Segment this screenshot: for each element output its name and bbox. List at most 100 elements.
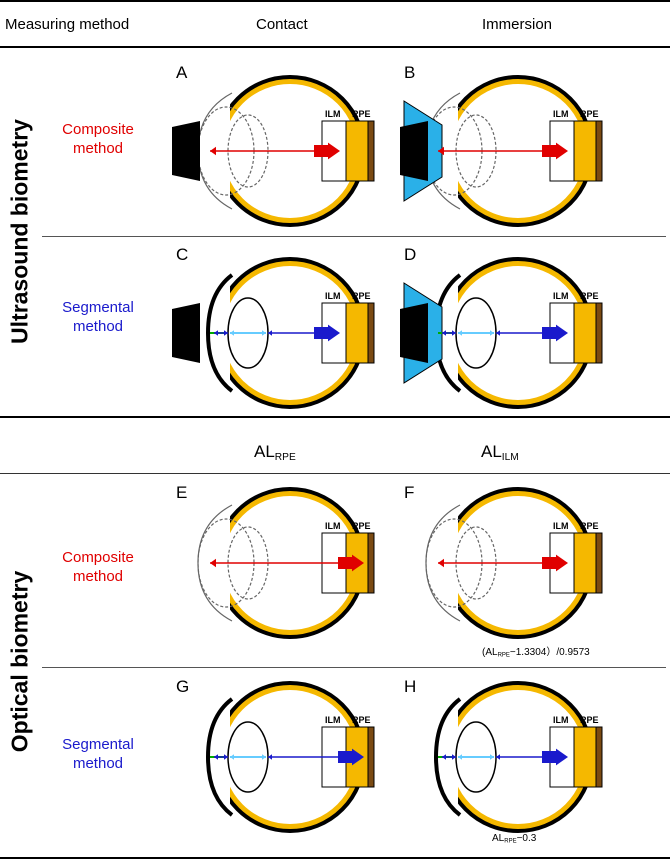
vitreous-head <box>328 324 340 342</box>
panel-letter-g: G <box>176 677 190 696</box>
vitreous-shaft <box>314 327 328 339</box>
arrow-head-right <box>352 554 364 572</box>
lens-tip-right <box>262 330 266 336</box>
ilm-label: ILM <box>325 521 341 531</box>
optical-divider <box>42 667 666 668</box>
rpe-layer <box>595 120 603 182</box>
ultrasound-divider <box>42 236 666 237</box>
vitreous-head <box>352 748 364 766</box>
eye-diagram-b: ILM RPE <box>400 75 603 227</box>
vitreous-shaft <box>338 751 352 763</box>
eye-diagram-h: ILM RPE <box>418 681 603 833</box>
rpe-layer <box>367 302 375 364</box>
lens-tip-right <box>490 754 494 760</box>
arrow-shaft <box>542 145 556 157</box>
vitreous-tip-left <box>268 330 272 336</box>
lens-tip-left <box>230 330 234 336</box>
rpe-label: RPE <box>352 715 371 725</box>
panel-letter-a: A <box>176 63 188 82</box>
acd-tip-right <box>452 330 456 336</box>
acd-tip-left <box>442 754 446 760</box>
panel-letter-f: F <box>404 483 415 502</box>
vitreous-head <box>556 324 568 342</box>
rpe-label: RPE <box>352 109 371 119</box>
header-immersion: Immersion <box>482 16 553 33</box>
ilm-label: ILM <box>553 715 569 725</box>
vitreous-shaft <box>542 751 556 763</box>
header-rule <box>0 46 670 48</box>
ilm-label: ILM <box>553 291 569 301</box>
acd-tip-left <box>442 330 446 336</box>
vitreous-tip-left <box>268 754 272 760</box>
lens-tip-left <box>230 754 234 760</box>
eye-diagram-d: ILM RPE <box>400 257 603 409</box>
panel-letter-d: D <box>404 245 417 264</box>
lens-tip-left <box>458 754 462 760</box>
arrow-shaft <box>314 145 328 157</box>
acd-tip-left <box>214 330 218 336</box>
rpe-label: RPE <box>580 291 599 301</box>
cornea <box>433 697 462 817</box>
retina-layer <box>573 726 597 788</box>
panel-letter-h: H <box>404 677 417 696</box>
cornea <box>205 697 234 817</box>
vitreous-shaft <box>542 327 556 339</box>
retina-layer <box>345 302 369 364</box>
formula-h: ALRPE−0.3 <box>492 833 537 845</box>
panel-letter-b: B <box>404 63 416 82</box>
section-rule <box>0 416 670 418</box>
rpe-layer <box>595 532 603 594</box>
rpe-label: RPE <box>580 109 599 119</box>
lens-tip-right <box>262 754 266 760</box>
header-al-rpe: ALRPE <box>254 442 296 463</box>
optical-header-rule <box>0 473 670 474</box>
header-contact: Contact <box>256 16 308 33</box>
ultrasound-probe <box>400 121 428 181</box>
cornea-outline <box>197 504 233 622</box>
rpe-layer <box>595 302 603 364</box>
lens-tip-right <box>490 330 494 336</box>
rpe-layer <box>595 726 603 788</box>
bottom-rule <box>0 857 670 859</box>
eye-diagram-g: ILM RPE <box>190 681 375 833</box>
acd-tip-right <box>224 754 228 760</box>
rpe-label: RPE <box>580 715 599 725</box>
acd-tip-left <box>214 754 218 760</box>
ilm-label: ILM <box>325 715 341 725</box>
header-method: Measuring method <box>5 16 130 33</box>
formula-f: (ALRPE−1.3304）/0.9573 <box>482 647 590 659</box>
ultrasound-probe <box>172 121 200 181</box>
eye-diagram-f: ILM RPE <box>418 487 603 639</box>
vitreous-head <box>556 748 568 766</box>
panel-letter-c: C <box>176 245 189 264</box>
arrow-tip-left <box>210 558 216 568</box>
vitreous-tip-left <box>496 754 500 760</box>
rpe-label: RPE <box>580 521 599 531</box>
rpe-label: RPE <box>352 521 371 531</box>
rpe-layer <box>367 120 375 182</box>
section-optical: Optical biometry <box>6 570 33 753</box>
panel-letter-e: E <box>176 483 188 502</box>
arrow-tip-left <box>210 146 216 156</box>
arrow-tip-left <box>438 558 444 568</box>
retina-layer <box>573 532 597 594</box>
ultrasound-probe <box>172 303 200 363</box>
cornea <box>205 273 234 393</box>
ilm-label: ILM <box>325 291 341 301</box>
arrow-tip-left <box>438 146 444 156</box>
cornea-outline <box>425 504 461 622</box>
lens-tip-left <box>458 330 462 336</box>
ilm-label: ILM <box>553 521 569 531</box>
arrow-head-right <box>556 142 568 160</box>
arrow-shaft <box>338 557 352 569</box>
section-ultrasound: Ultrasound biometry <box>6 119 33 344</box>
ultrasound-probe <box>400 303 428 363</box>
ilm-label: ILM <box>553 109 569 119</box>
eye-diagram-e: ILM RPE <box>190 487 375 639</box>
top-rule <box>0 0 670 2</box>
